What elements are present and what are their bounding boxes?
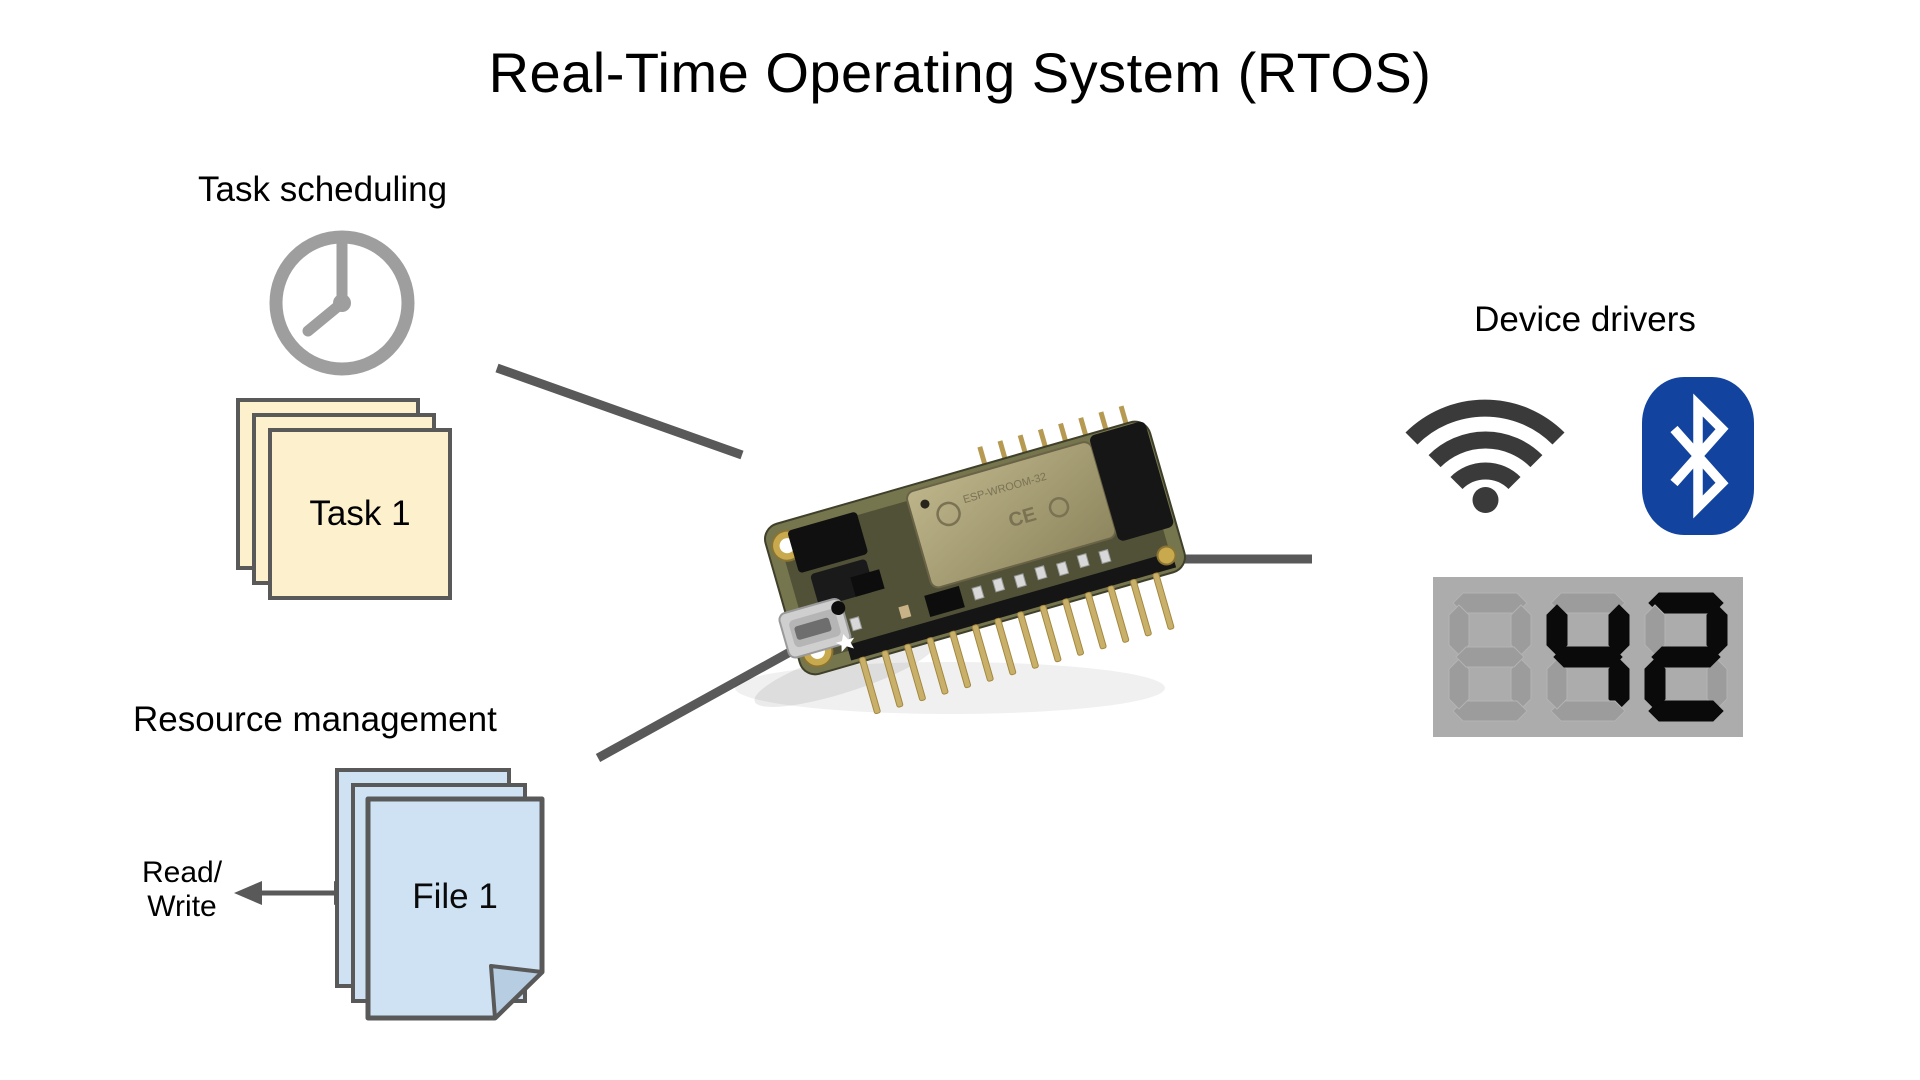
bluetooth-icon — [1642, 377, 1754, 535]
task-scheduling-label: Task scheduling — [198, 170, 448, 209]
segment-g-digit-1 — [1553, 646, 1623, 668]
segment-g-digit-0 — [1455, 646, 1525, 668]
seven-segment-display — [1433, 577, 1743, 737]
page-title: Real-Time Operating System (RTOS) — [488, 41, 1432, 104]
board-pin-header — [846, 551, 1177, 661]
board-far-pins — [977, 405, 1131, 471]
board-near-pins — [858, 572, 1175, 715]
file-label: File 1 — [412, 877, 498, 916]
board-shadow — [735, 662, 1165, 714]
board-shadow-2 — [754, 637, 936, 707]
task-card-stack: Task 1 — [236, 398, 452, 600]
read-write-label: Read/ Write — [141, 856, 223, 923]
segment-e-digit-0 — [1448, 658, 1470, 710]
esp32-board-illustration: ESP-WROOM-32 CE — [764, 405, 1186, 715]
board-micro-usb — [778, 597, 852, 659]
segment-e-digit-1 — [1546, 658, 1568, 710]
task-card-label: Task 1 — [309, 494, 411, 533]
clock-icon — [269, 230, 415, 376]
device-drivers-label: Device drivers — [1474, 300, 1696, 339]
segment-g-digit-2 — [1651, 646, 1721, 668]
resource-management-label: Resource management — [133, 700, 497, 739]
board-components — [831, 548, 1112, 652]
wifi-icon — [1405, 399, 1565, 513]
file-stack: File 1 — [335, 768, 555, 1028]
board-antenna — [1090, 421, 1174, 541]
connector-line-resource-management — [595, 648, 793, 762]
board-jst-connector — [788, 512, 868, 573]
board-rf-shield: ESP-WROOM-32 CE — [906, 441, 1117, 589]
segment-e-digit-2 — [1644, 658, 1666, 710]
connector-line-task-scheduling — [495, 363, 744, 460]
file-page-front: File 1 — [365, 796, 545, 1021]
task-card-front: Task 1 — [268, 428, 452, 600]
